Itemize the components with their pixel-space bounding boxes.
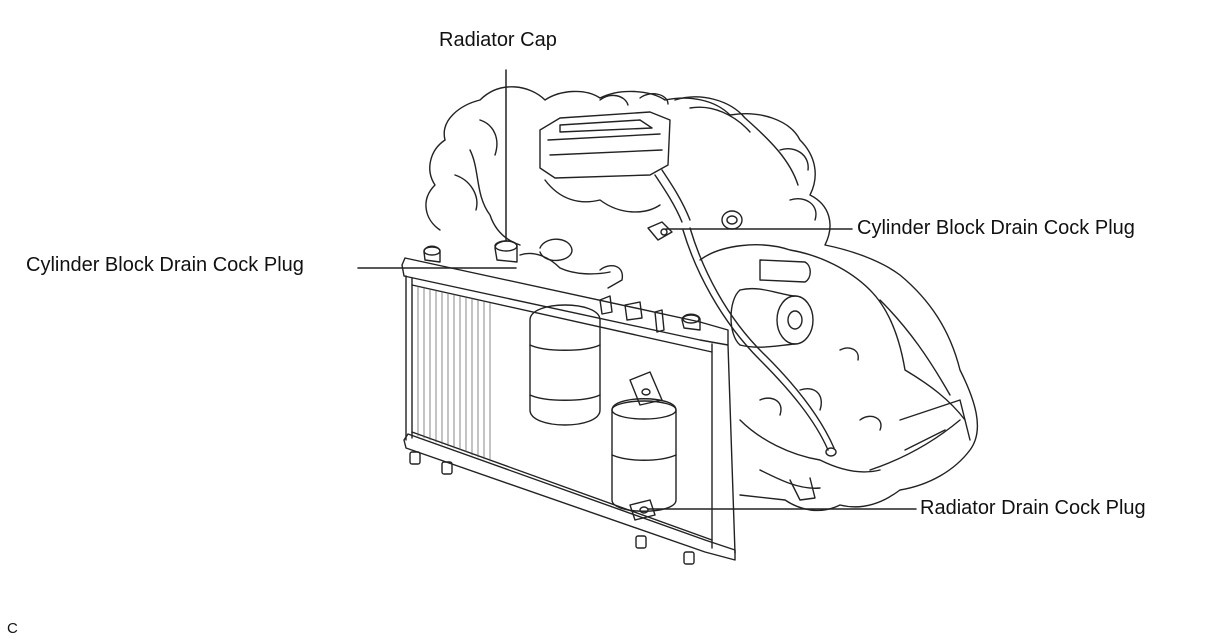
cylinder-block-drain-label-right: Cylinder Block Drain Cock Plug [857, 217, 1135, 239]
cylinder-block-drain-label-left: Cylinder Block Drain Cock Plug [26, 254, 304, 276]
figure-code-mark: C [7, 620, 18, 637]
engine-block [425, 86, 978, 512]
leader-lines [357, 69, 917, 510]
radiator-drain-label: Radiator Drain Cock Plug [920, 497, 1146, 519]
radiator-cap-label: Radiator Cap [439, 29, 557, 51]
radiator [401, 221, 736, 565]
